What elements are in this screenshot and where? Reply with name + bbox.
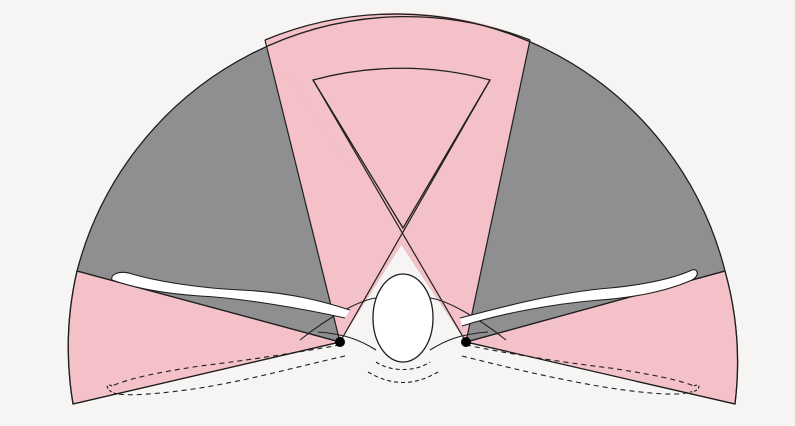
- right-eye-dot-icon: [461, 337, 471, 347]
- left-eye-dot-icon: [335, 337, 345, 347]
- swimmer-head: [373, 274, 433, 362]
- swimmer-body-dashed: [368, 362, 438, 383]
